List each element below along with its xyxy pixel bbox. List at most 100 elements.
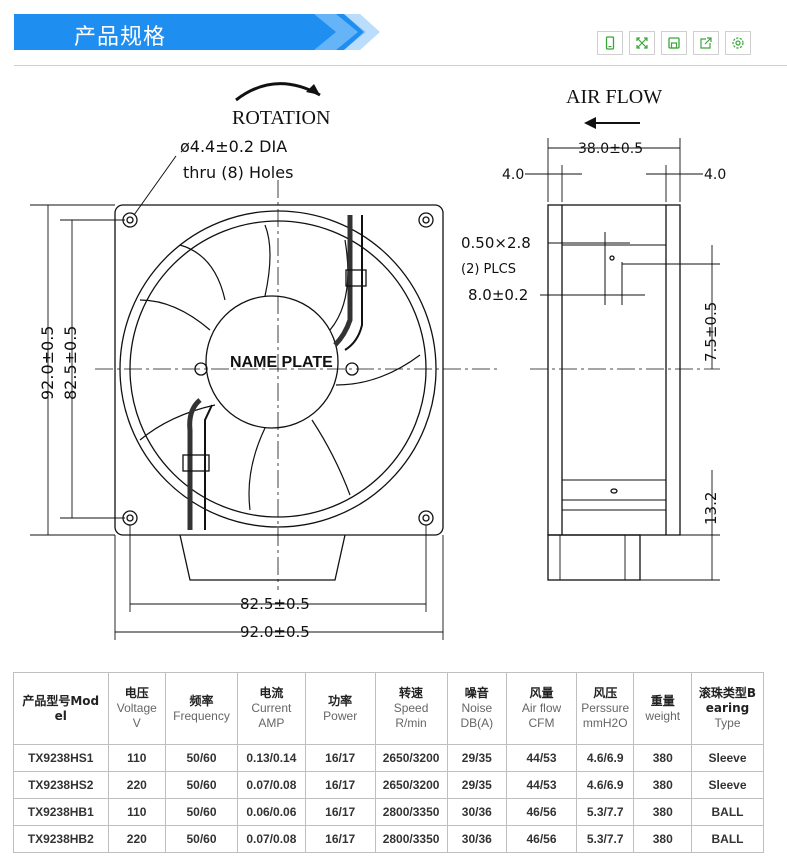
table-cell: Sleeve [691, 771, 764, 799]
table-cell: TX9238HS2 [13, 771, 109, 799]
table-header-text: 功率 [328, 693, 353, 708]
save-button[interactable] [661, 31, 687, 55]
table-cell: 30/36 [446, 798, 508, 826]
hole-spec-line2: thru (8) Holes [183, 163, 293, 182]
dim-terminal-spacing: 8.0±0.2 [468, 286, 528, 304]
table-cell: 0.07/0.08 [236, 825, 306, 853]
rotation-arrowhead [306, 84, 320, 95]
table-cell: 4.6/6.9 [575, 771, 635, 799]
table-cell: 44/53 [506, 771, 577, 799]
table-header-text: Power [323, 708, 358, 723]
dim-left-flange: 4.0 [502, 167, 524, 183]
table-header-text: Frequency [173, 708, 230, 723]
table-cell: 46/56 [506, 825, 577, 853]
table-header-text: DB(A) [460, 716, 494, 730]
table-header-text: Speed [393, 701, 429, 715]
dim-right-flange: 4.0 [704, 167, 726, 183]
wire-harness-bottom-edge [204, 404, 213, 530]
table-header-text: 噪音 [464, 686, 489, 700]
wire-clip-top [345, 269, 367, 287]
table-cell: 2650/3200 [374, 771, 448, 799]
fan-frame-outline [114, 204, 444, 536]
table-cell: 44/53 [506, 744, 577, 772]
fan-hub [205, 295, 339, 429]
dim-terminal-offset: 7.5±0.5 [702, 302, 720, 362]
table-cell: 220 [107, 771, 167, 799]
dim-box-height: 13.2 [702, 492, 720, 525]
share-button[interactable] [693, 31, 719, 55]
table-header-text: 产品型号Mod [22, 693, 100, 708]
dim-total-height: 92.0±0.5 [38, 326, 57, 400]
table-header-text: V [132, 716, 141, 730]
table-header-text: earing [705, 701, 750, 715]
table-header-text: 风压 [593, 686, 618, 700]
toolbar [597, 31, 751, 55]
fan-connector-outline [179, 534, 346, 581]
table-cell: 4.6/6.9 [575, 744, 635, 772]
table-header-text: weight [645, 708, 681, 723]
table-cell: TX9238HB2 [13, 825, 109, 853]
mobile-icon [605, 36, 615, 50]
hole-leader-line [133, 155, 177, 216]
fullscreen-button[interactable] [629, 31, 655, 55]
table-cell: 110 [107, 798, 167, 826]
table-cell: 46/56 [506, 798, 577, 826]
settings-button[interactable] [725, 31, 751, 55]
dim-depth: 38.0±0.5 [578, 141, 643, 157]
table-header-text: Air flow [521, 701, 562, 715]
table-cell: 380 [633, 798, 693, 826]
table-cell: 2800/3350 [374, 798, 448, 826]
table-cell: 380 [633, 825, 693, 853]
hole-spec-line1: ø4.4±0.2 DIA [180, 137, 287, 156]
save-icon [668, 37, 680, 49]
table-cell: 0.06/0.06 [236, 798, 306, 826]
table-cell: 50/60 [165, 825, 238, 853]
table-header-text: 频率 [189, 693, 214, 708]
table-header-text: 风量 [529, 686, 554, 700]
table-header-text: 电压 [124, 686, 149, 700]
table-cell: 30/36 [446, 825, 508, 853]
table-cell: 16/17 [304, 825, 376, 853]
table-cell: 29/35 [446, 744, 508, 772]
wire-clip-bottom [182, 454, 210, 472]
rotation-label: ROTATION [232, 107, 330, 129]
wire-harness-bottom [187, 398, 202, 530]
settings-icon [732, 37, 744, 49]
table-header-text: Noise [461, 701, 493, 715]
table-cell: 16/17 [304, 771, 376, 799]
header-divider [14, 65, 787, 66]
table-header-text: 重量 [650, 693, 675, 708]
table-cell: 220 [107, 825, 167, 853]
dim-hole-height: 82.5±0.5 [61, 326, 80, 400]
table-cell: 50/60 [165, 798, 238, 826]
table-cell: 2650/3200 [374, 744, 448, 772]
table-cell: 380 [633, 744, 693, 772]
section-banner: 产品规格 [14, 14, 380, 50]
dim-terminal: 0.50×2.8 [461, 234, 531, 252]
wire-harness-top-edge [344, 215, 363, 351]
share-icon [700, 37, 712, 49]
banner-background [14, 14, 380, 50]
fullscreen-icon [636, 37, 648, 49]
mobile-view-button[interactable] [597, 31, 623, 55]
table-cell: 50/60 [165, 771, 238, 799]
table-header-text: AMP [258, 716, 285, 730]
fan-blades [139, 224, 421, 511]
dim-total-width: 92.0±0.5 [240, 623, 310, 641]
table-cell: 50/60 [165, 744, 238, 772]
side-body-outline [547, 204, 681, 536]
table-cell: 2800/3350 [374, 825, 448, 853]
table-header-text: Voltage [116, 701, 157, 715]
